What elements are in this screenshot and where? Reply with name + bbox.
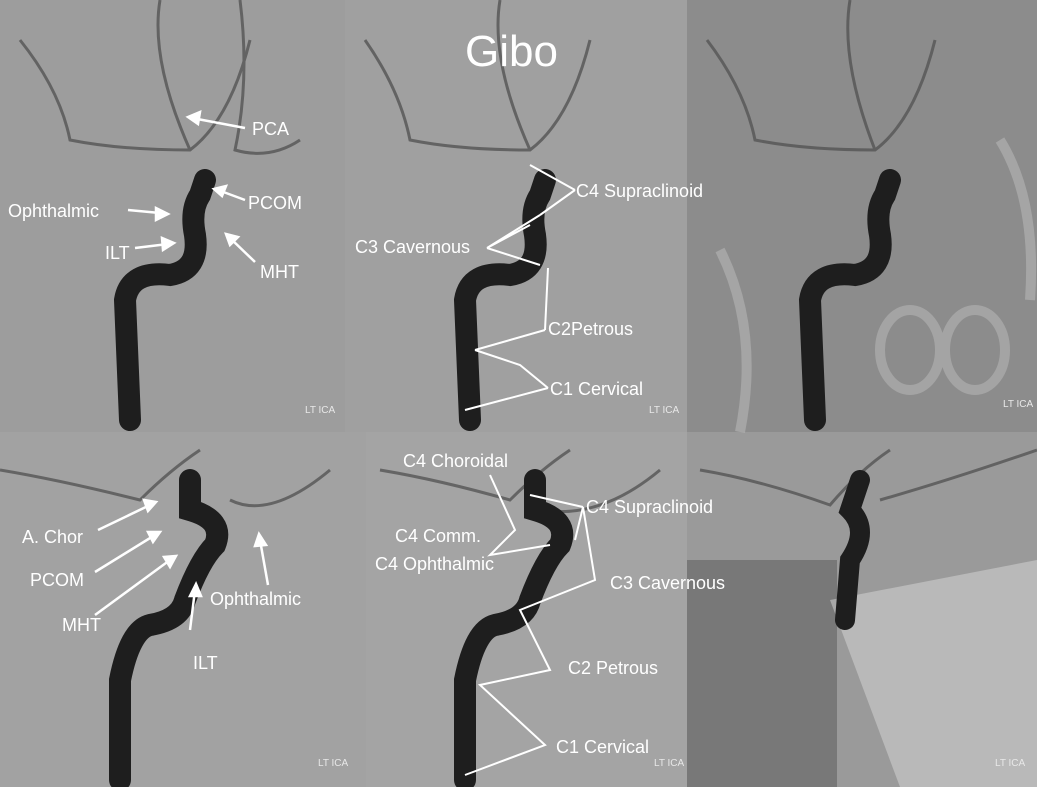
label-c2-petrous-lower: C2 Petrous [568,658,659,678]
watermark-lt-ica: LT ICA [995,758,1026,769]
watermark-lt-ica: LT ICA [654,758,684,769]
label-c4-comm: C4 Comm. [395,526,482,546]
label-c2-petrous: C2Petrous [548,319,634,339]
panel-top-middle [345,0,687,432]
label-pca: PCA [252,119,290,139]
label-ophthalmic: Ophthalmic [8,201,100,221]
label-c4-supraclinoid: C4 Supraclinoid [576,181,704,201]
watermark-lt-ica: LT ICA [318,758,349,769]
label-c4-ophthalmic: C4 Ophthalmic [375,554,495,574]
label-c3-cavernous: C3 Cavernous [355,237,471,257]
panel-top-left [0,0,345,432]
label-c3-cavernous-lower: C3 Cavernous [610,573,726,593]
watermark-lt-ica: LT ICA [305,405,336,416]
watermark-lt-ica: LT ICA [649,405,680,416]
label-ophthalmic-lower: Ophthalmic [210,589,302,609]
panel-top-right [687,0,1037,432]
label-ilt-lower: ILT [193,653,218,673]
label-c4-supraclinoid-lower: C4 Supraclinoid [586,497,714,517]
label-ilt: ILT [105,243,130,263]
label-a-chor: A. Chor [22,527,84,547]
label-mht: MHT [260,262,299,282]
watermark-lt-ica: LT ICA [1003,399,1034,410]
label-pcom-lower: PCOM [30,570,84,590]
label-c1-cervical: C1 Cervical [550,379,644,399]
label-pcom: PCOM [248,193,302,213]
label-c1-cervical-lower: C1 Cervical [556,737,650,757]
title: Gibo [465,27,558,76]
label-mht-lower: MHT [62,615,101,635]
label-c4-choroidal: C4 Choroidal [403,451,509,471]
